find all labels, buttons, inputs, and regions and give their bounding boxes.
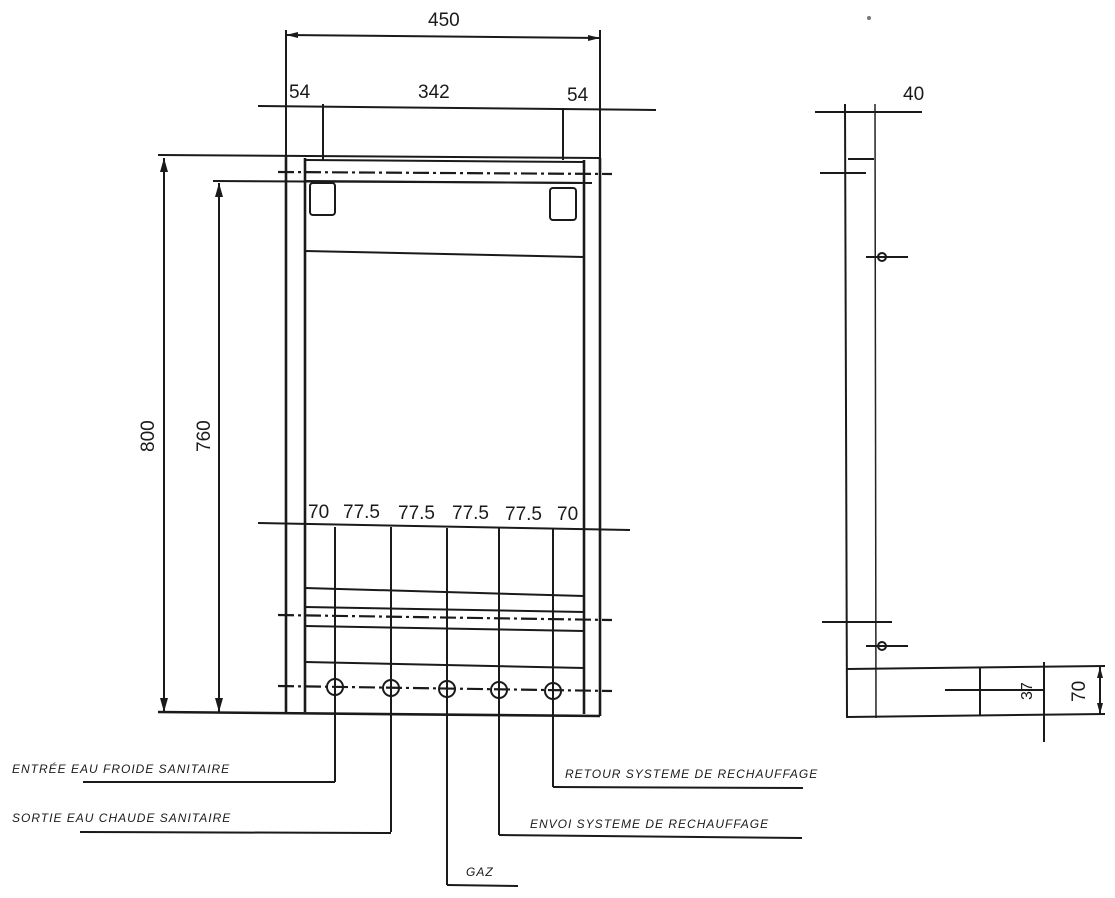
dim-70-right: 70 [557, 504, 578, 525]
dimension-connection-spacing: 70 77.5 77.5 77.5 77.5 70 [257, 502, 631, 531]
label-heating-return: RETOUR SYSTEME DE RECHAUFFAGE [565, 767, 818, 781]
mount-hook-right [549, 187, 577, 221]
dim-77.5-2: 77.5 [398, 503, 435, 524]
scan-speck [867, 16, 871, 20]
dim-70-bracket: 70 [1069, 681, 1090, 702]
dim-37: 37 [1019, 682, 1036, 700]
pipe-gas [438, 680, 456, 698]
dimension-heights: 800 760 [138, 154, 601, 712]
mount-hook-left [309, 182, 336, 216]
label-heating-flow: ENVOI SYSTEME DE RECHAUFFAGE [530, 817, 769, 831]
connection-labels: ENTRÉE EAU FROIDE SANITAIRE SORTIE EAU C… [12, 761, 818, 887]
dim-342: 342 [418, 82, 450, 103]
label-hot-water-outlet: SORTIE EAU CHAUDE SANITAIRE [12, 811, 231, 825]
connection-pipes [326, 527, 562, 885]
pipe-heating-return [544, 682, 562, 700]
dim-450: 450 [428, 10, 460, 31]
dim-40: 40 [903, 84, 924, 105]
pipe-hot-water-outlet [382, 679, 400, 697]
pipe-cold-water-inlet [326, 678, 344, 696]
boiler-outline [157, 155, 613, 718]
dim-77.5-4: 77.5 [505, 504, 542, 525]
dimension-mount-spacing: 54 342 54 [257, 82, 657, 160]
pipe-heating-flow [490, 681, 508, 699]
front-view: 450 54 342 54 800 760 [12, 10, 818, 887]
lower-rails [277, 587, 613, 693]
dim-77.5-1: 77.5 [343, 502, 380, 523]
dim-77.5-3: 77.5 [452, 503, 489, 524]
dimension-overall-width: 450 [285, 10, 601, 160]
dim-760: 760 [194, 420, 215, 452]
side-view: 40 37 70 [815, 84, 1106, 742]
dim-54-right: 54 [567, 85, 589, 106]
dim-54-left: 54 [289, 82, 311, 103]
dim-70-left: 70 [308, 502, 329, 523]
dim-800: 800 [138, 420, 159, 452]
label-gas: GAZ [466, 865, 494, 879]
label-cold-water-inlet: ENTRÉE EAU FROIDE SANITAIRE [12, 761, 230, 776]
